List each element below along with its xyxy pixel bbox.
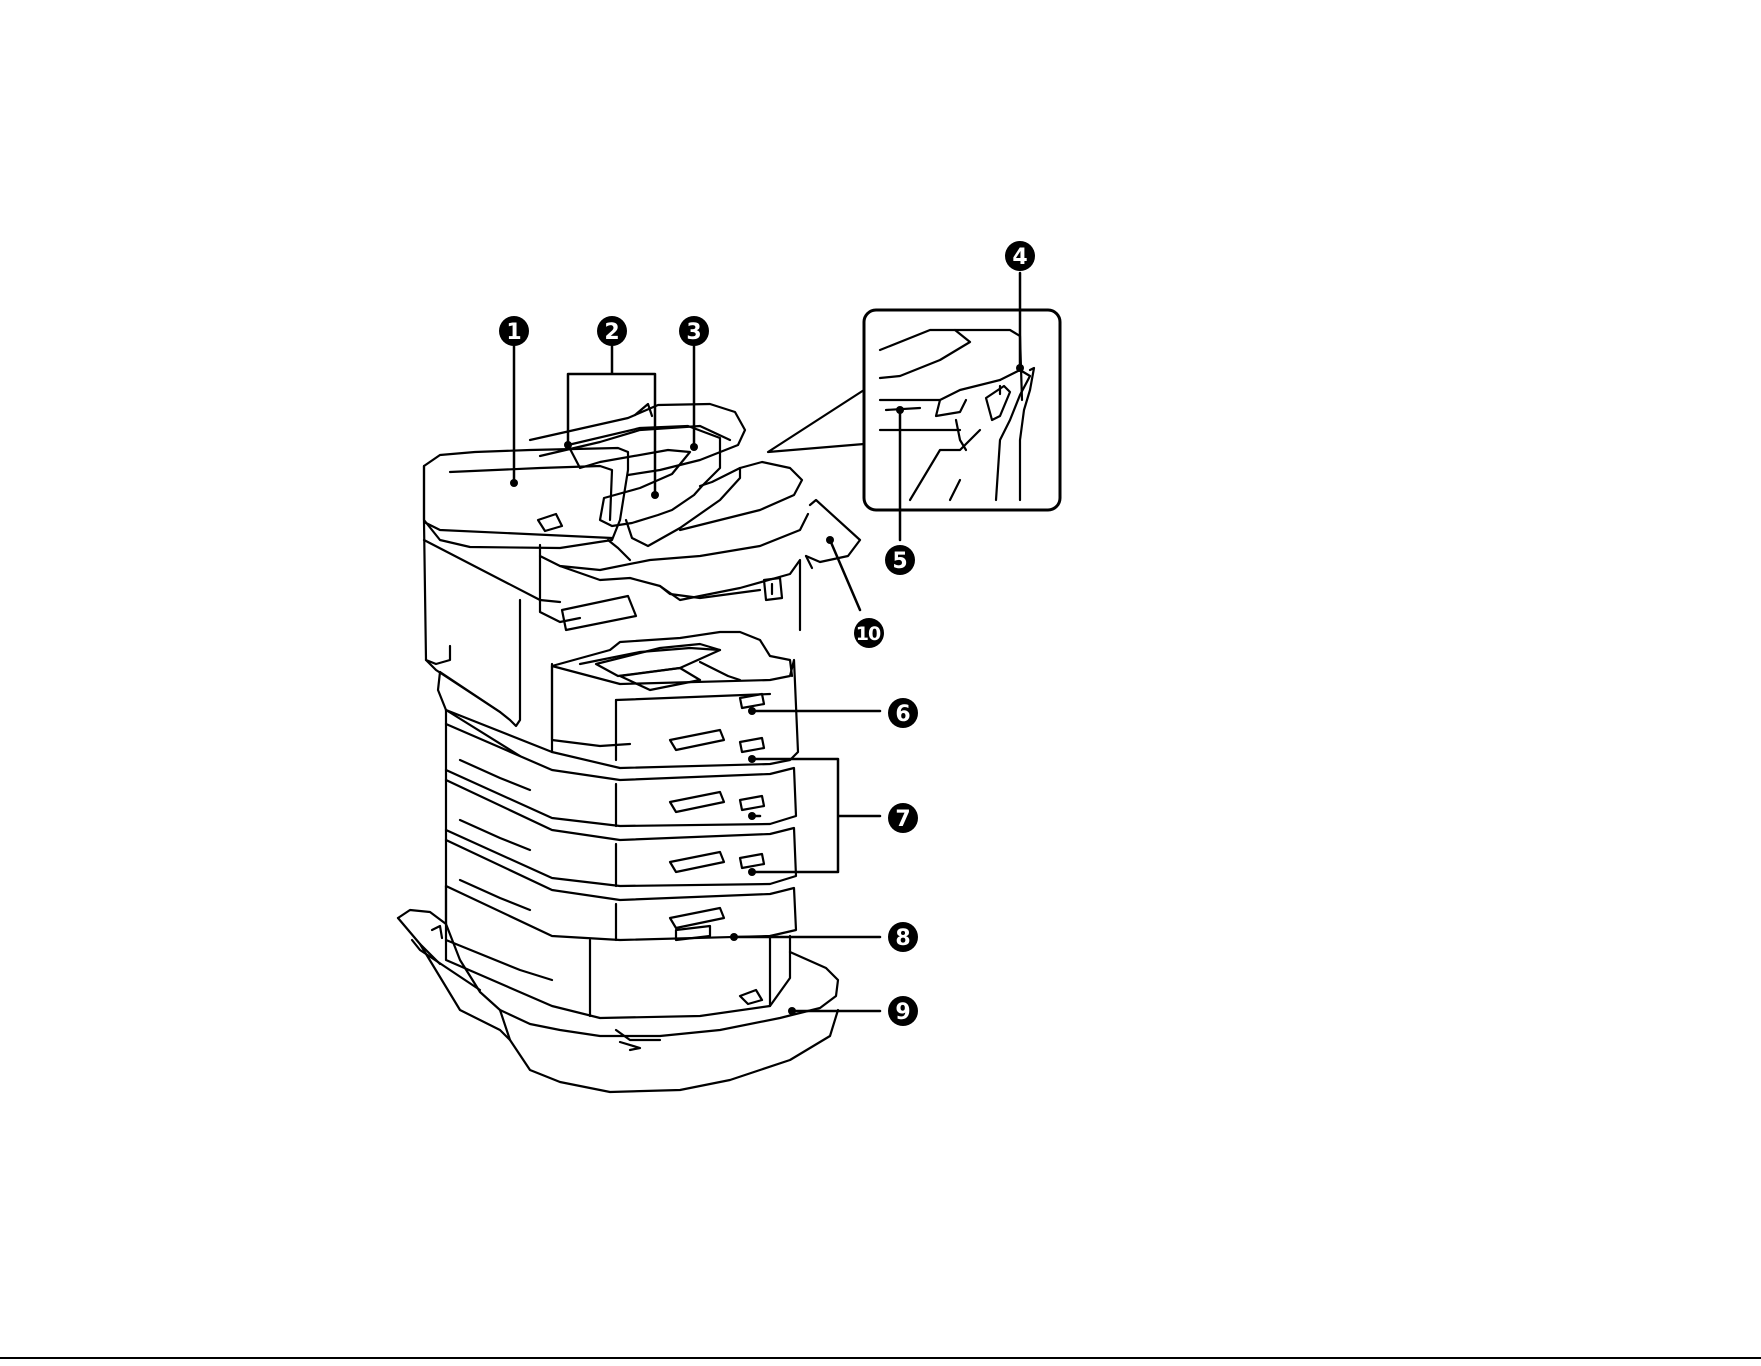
inset-edge-guide — [986, 386, 1010, 420]
adf-input-tray — [568, 426, 720, 526]
callout-3-label: 3 — [686, 320, 701, 345]
callout-4: 4 — [1005, 241, 1035, 271]
printer-main-body — [424, 522, 450, 664]
callout-9-label: 9 — [895, 1000, 910, 1025]
callout-8-label: 8 — [895, 926, 910, 951]
callout-2-label: 2 — [604, 320, 619, 345]
callout-2: 2 — [597, 316, 627, 346]
callout-6: 6 — [888, 698, 918, 728]
high-capacity-cabinet — [446, 886, 790, 1018]
callout-5: 5 — [885, 545, 915, 575]
callout-1-label: 1 — [506, 320, 521, 345]
page-bottom-rule — [0, 1357, 1761, 1359]
callout-7: 7 — [888, 803, 918, 833]
callout-badges: 1 2 3 4 5 10 6 7 — [499, 241, 1035, 1026]
adf-body — [530, 404, 745, 475]
adf-detail-inset — [768, 310, 1060, 510]
optional-cassette-2 — [446, 780, 796, 886]
callout-9: 9 — [888, 996, 918, 1026]
callout-5-label: 5 — [892, 549, 907, 574]
callout-8: 8 — [888, 922, 918, 952]
paper-cassette-1 — [552, 660, 798, 768]
callout-3: 3 — [679, 316, 709, 346]
optional-cassette-3 — [446, 840, 796, 940]
leader-lines — [514, 273, 1020, 1011]
leader-dots — [510, 364, 1024, 1015]
printer-illustration — [398, 404, 860, 1092]
control-panel-screen — [562, 596, 636, 630]
callout-7-label: 7 — [895, 807, 910, 832]
callout-4-label: 4 — [1012, 245, 1027, 270]
callout-10: 10 — [854, 618, 884, 648]
callout-6-label: 6 — [895, 702, 910, 727]
callout-1: 1 — [499, 316, 529, 346]
callout-10-label: 10 — [856, 623, 881, 645]
output-tray-extension — [806, 500, 860, 562]
